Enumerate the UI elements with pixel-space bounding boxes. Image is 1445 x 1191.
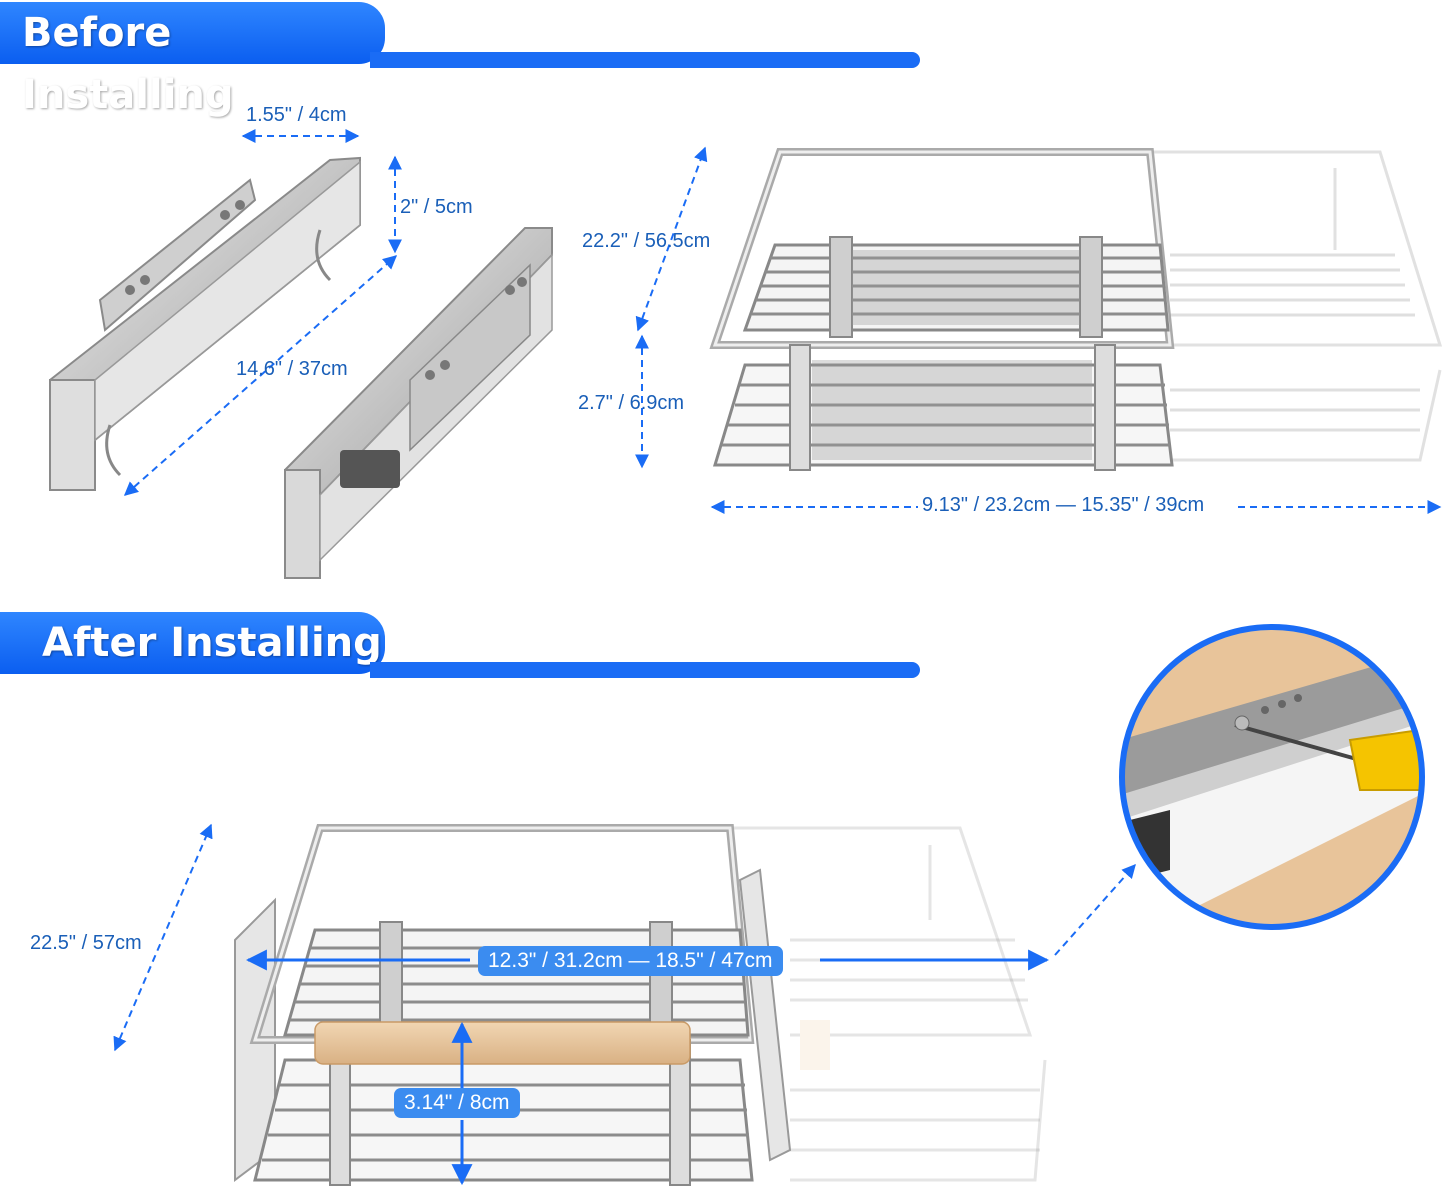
basket-before [709, 148, 1443, 471]
banner-underline [370, 52, 920, 68]
before-installing-banner: Before Installing [0, 2, 920, 118]
installed-width-label: 12.3" / 31.2cm — 18.5" / 47cm [478, 946, 783, 976]
highlighted-dimension-lines [245, 949, 1050, 1186]
basket-width-label: 9.13" / 23.2cm — 15.35" / 39cm [922, 494, 1205, 516]
installed-height-label: 3.14" / 8cm [394, 1088, 520, 1118]
installed-depth-label: 22.5" / 57cm [30, 932, 142, 954]
after-installing-title: After Installing [0, 612, 385, 674]
screwdriver-icon [1348, 728, 1422, 791]
wooden-rolling-pin [314, 1021, 691, 1065]
basket-after [234, 824, 1047, 1186]
slide-width-label: 1.55" / 4cm [246, 104, 347, 126]
dimension-lines [113, 129, 1442, 1052]
basket-height-label: 2.7" / 6.9cm [578, 392, 685, 414]
slide-length-label: 14.6" / 37cm [236, 358, 348, 380]
drawer-slide-right [284, 227, 553, 579]
before-installing-title: Before Installing [0, 2, 385, 118]
slide-height-label: 2" / 5cm [400, 196, 473, 218]
after-installing-banner: After Installing [0, 612, 920, 678]
installation-closeup [1119, 624, 1425, 930]
banner-underline [370, 662, 920, 678]
basket-depth-label: 22.2" / 56.5cm [582, 230, 711, 252]
